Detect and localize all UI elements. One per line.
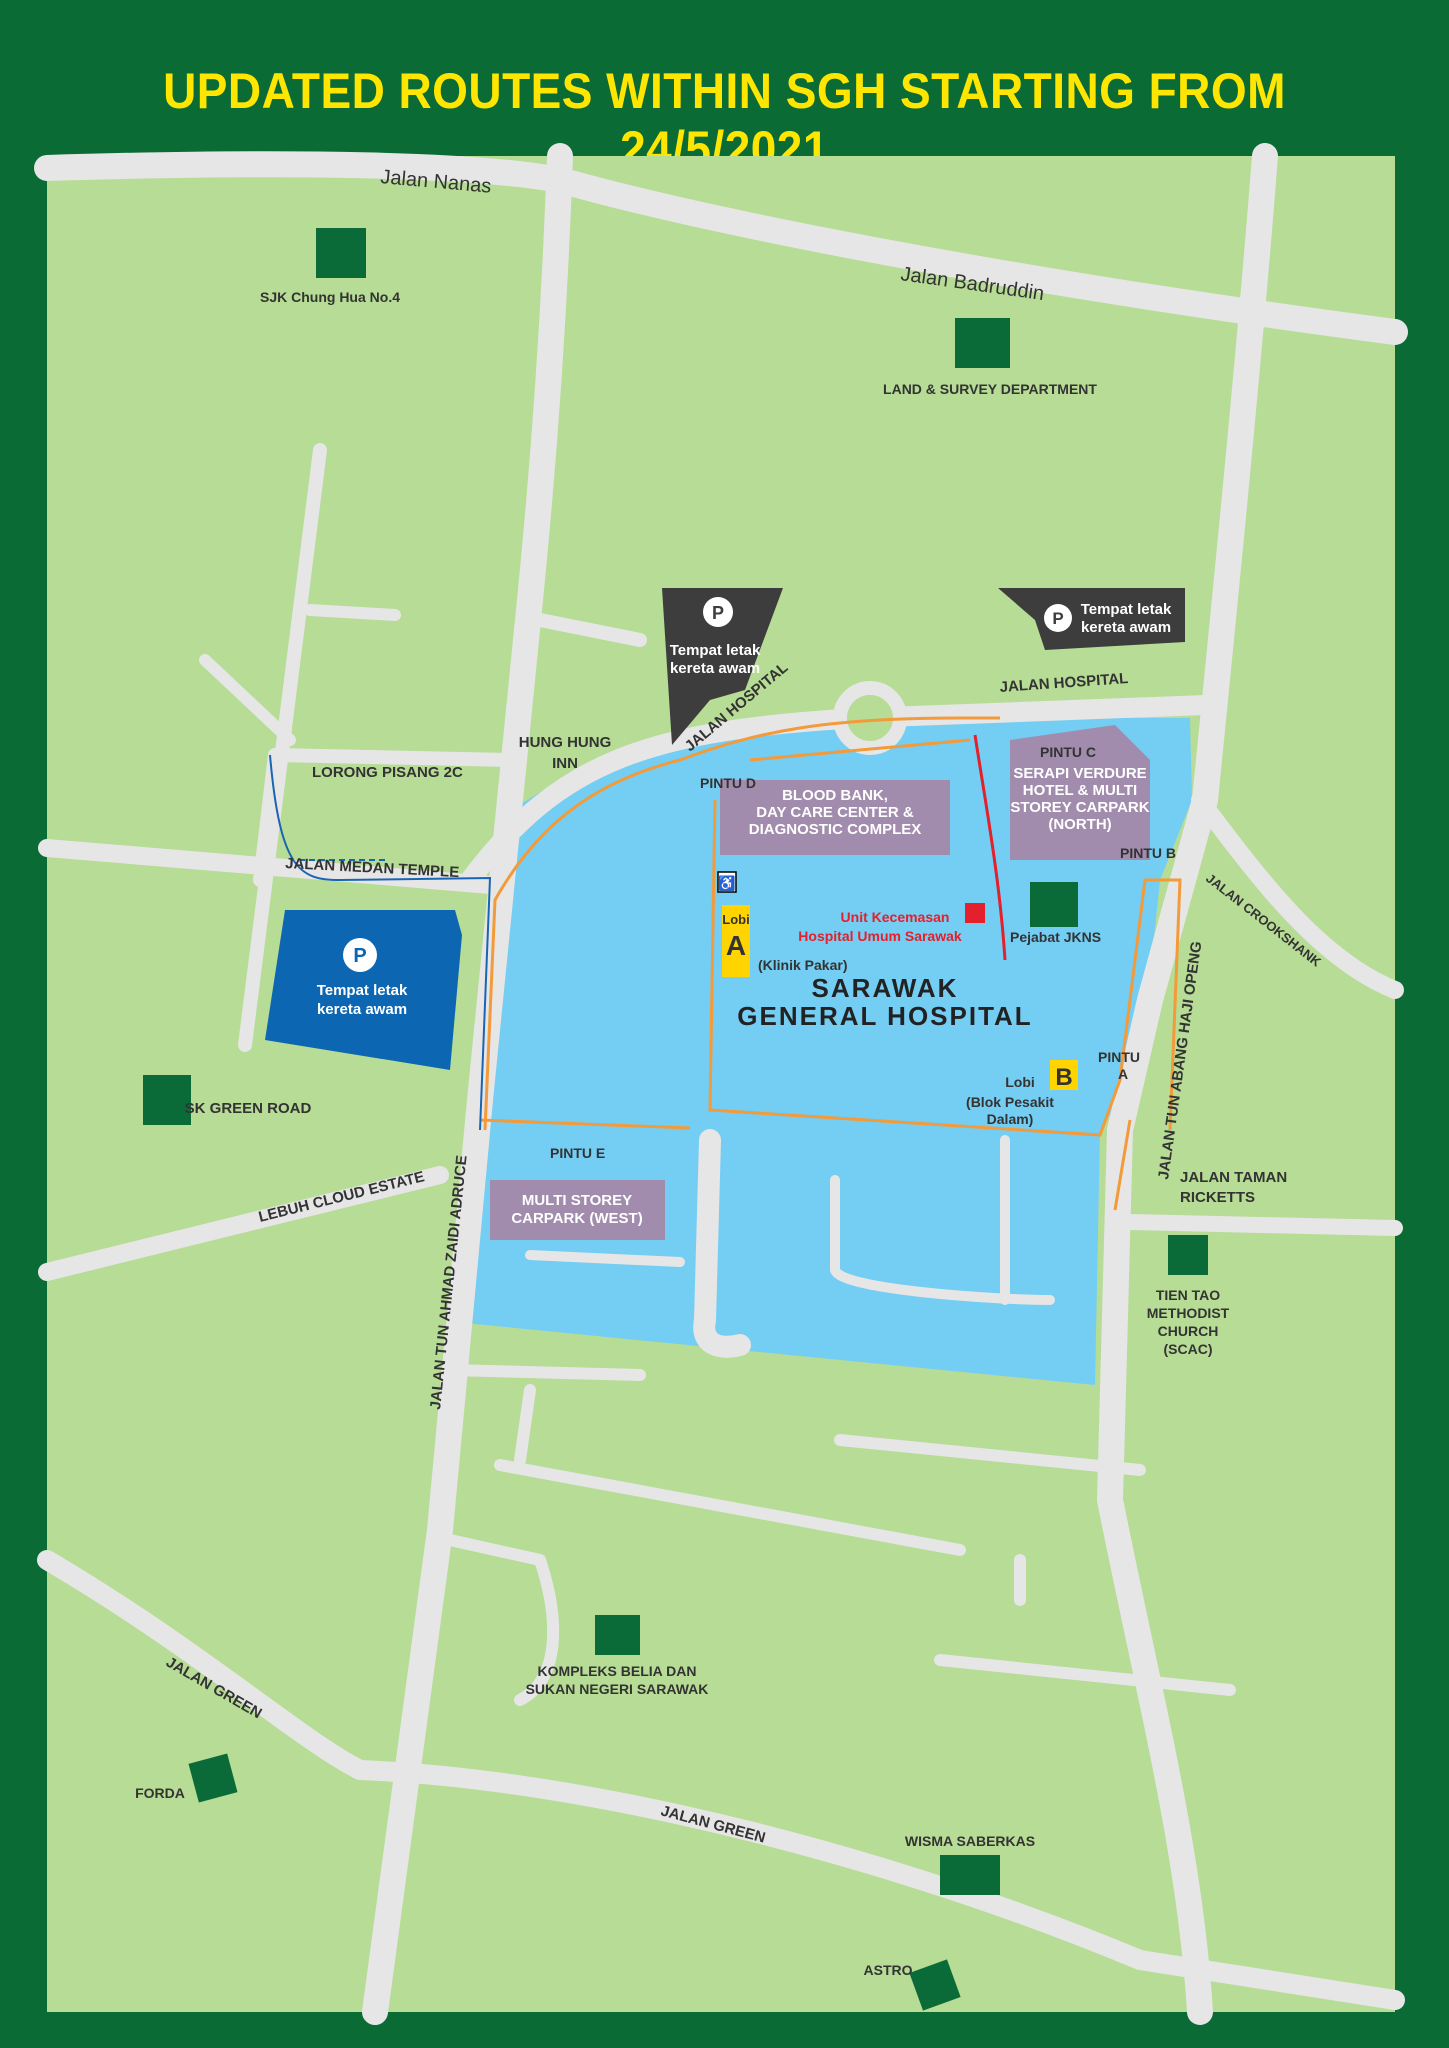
parking-icon	[343, 938, 377, 972]
svg-text:FORDA: FORDA	[135, 1785, 185, 1801]
forda-marker	[188, 1753, 238, 1803]
svg-text:SARAWAK: SARAWAK	[812, 973, 959, 1003]
svg-text:TIEN TAO: TIEN TAO	[1156, 1287, 1220, 1303]
wheelchair-icon: ♿	[717, 871, 737, 893]
sjk-marker	[316, 228, 366, 278]
svg-text:Tempat letak: Tempat letak	[670, 642, 761, 659]
parking-north-east[interactable]: P Tempat letak kereta awam	[998, 588, 1185, 650]
svg-text:P: P	[353, 945, 366, 967]
svg-text:CHURCH: CHURCH	[1158, 1323, 1219, 1339]
sk-green-marker	[143, 1075, 191, 1125]
svg-text:PINTU E: PINTU E	[550, 1145, 605, 1161]
svg-text:WISMA SABERKAS: WISMA SABERKAS	[905, 1833, 1035, 1849]
svg-text:Pejabat JKNS: Pejabat JKNS	[1010, 929, 1101, 945]
svg-text:B: B	[1055, 1064, 1072, 1091]
lobby-a-marker	[722, 905, 750, 977]
svg-text:(Blok Pesakit: (Blok Pesakit	[966, 1094, 1054, 1110]
svg-text:PINTU C: PINTU C	[1040, 744, 1096, 760]
svg-text:JALAN TAMAN: JALAN TAMAN	[1180, 1169, 1287, 1186]
svg-text:(NORTH): (NORTH)	[1048, 816, 1111, 833]
svg-text:P: P	[712, 603, 724, 623]
svg-text:DAY CARE CENTER &: DAY CARE CENTER &	[756, 804, 914, 821]
svg-text:STOREY CARPARK: STOREY CARPARK	[1010, 799, 1149, 816]
svg-text:RICKETTS: RICKETTS	[1180, 1189, 1255, 1206]
svg-text:LORONG PISANG 2C: LORONG PISANG 2C	[312, 764, 463, 781]
svg-text:(Klinik Pakar): (Klinik Pakar)	[758, 957, 847, 973]
page-title: UPDATED ROUTES WITHIN SGH STARTING FROM …	[163, 63, 1286, 177]
svg-text:SERAPI VERDURE: SERAPI VERDURE	[1013, 765, 1146, 782]
svg-text:Tempat letak: Tempat letak	[317, 982, 408, 999]
svg-text:KOMPLEKS BELIA DAN: KOMPLEKS BELIA DAN	[538, 1663, 697, 1679]
svg-text:HOTEL & MULTI: HOTEL & MULTI	[1023, 782, 1137, 799]
emergency-marker	[965, 903, 985, 923]
svg-text:kereta awam: kereta awam	[317, 1001, 407, 1018]
svg-text:PINTU D: PINTU D	[700, 775, 756, 791]
svg-text:♿: ♿	[718, 875, 735, 892]
svg-text:BLOOD BANK,: BLOOD BANK,	[782, 787, 888, 804]
svg-text:HUNG HUNG: HUNG HUNG	[519, 734, 612, 751]
svg-text:INN: INN	[552, 755, 578, 772]
svg-text:METHODIST: METHODIST	[1147, 1305, 1230, 1321]
svg-text:PINTU B: PINTU B	[1120, 845, 1176, 861]
svg-text:A: A	[726, 930, 746, 961]
svg-text:DIAGNOSTIC COMPLEX: DIAGNOSTIC COMPLEX	[749, 821, 922, 838]
serapi-building	[1010, 725, 1150, 860]
svg-text:P: P	[1052, 609, 1063, 628]
svg-text:PINTU: PINTU	[1098, 1049, 1140, 1065]
lobby-b-marker	[1050, 1060, 1078, 1090]
kompleks-marker	[595, 1615, 640, 1655]
parking-icon	[1044, 604, 1072, 632]
carpark-west-building	[490, 1180, 665, 1240]
svg-text:SJK Chung Hua No.4: SJK Chung Hua No.4	[260, 289, 400, 305]
svg-text:Lobi: Lobi	[722, 912, 749, 927]
svg-text:kereta awam: kereta awam	[670, 660, 760, 677]
svg-text:SUKAN NEGERI SARAWAK: SUKAN NEGERI SARAWAK	[526, 1681, 709, 1697]
svg-text:(SCAC): (SCAC)	[1164, 1341, 1213, 1357]
land-survey-marker	[955, 318, 1010, 368]
svg-text:MULTI STOREY: MULTI STOREY	[522, 1192, 632, 1209]
parking-west[interactable]: P Tempat letak kereta awam	[265, 910, 462, 1070]
svg-text:Lobi: Lobi	[1005, 1074, 1035, 1090]
svg-text:CARPARK (WEST): CARPARK (WEST)	[511, 1210, 642, 1227]
svg-text:Hospital Umum Sarawak: Hospital Umum Sarawak	[798, 928, 962, 944]
svg-text:SK GREEN ROAD: SK GREEN ROAD	[185, 1100, 312, 1117]
jkns-marker	[1030, 882, 1078, 927]
blood-bank-building	[720, 780, 950, 855]
svg-text:GENERAL HOSPITAL: GENERAL HOSPITAL	[737, 1001, 1032, 1031]
svg-text:Tempat letak: Tempat letak	[1081, 601, 1172, 618]
astro-marker	[909, 1959, 961, 2011]
svg-text:LAND & SURVEY DEPARTMENT: LAND & SURVEY DEPARTMENT	[883, 381, 1097, 397]
traffic-routes	[269, 716, 1182, 1211]
svg-text:kereta awam: kereta awam	[1081, 619, 1171, 636]
tien-tao-marker	[1168, 1235, 1208, 1275]
parking-north-west[interactable]: P Tempat letak kereta awam	[662, 588, 783, 745]
parking-icon	[703, 597, 733, 627]
svg-text:A: A	[1118, 1066, 1128, 1082]
wisma-marker	[940, 1855, 1000, 1895]
svg-text:Unit Kecemasan: Unit Kecemasan	[841, 909, 950, 925]
svg-text:Dalam): Dalam)	[987, 1111, 1034, 1127]
svg-text:ASTRO: ASTRO	[864, 1962, 913, 1978]
